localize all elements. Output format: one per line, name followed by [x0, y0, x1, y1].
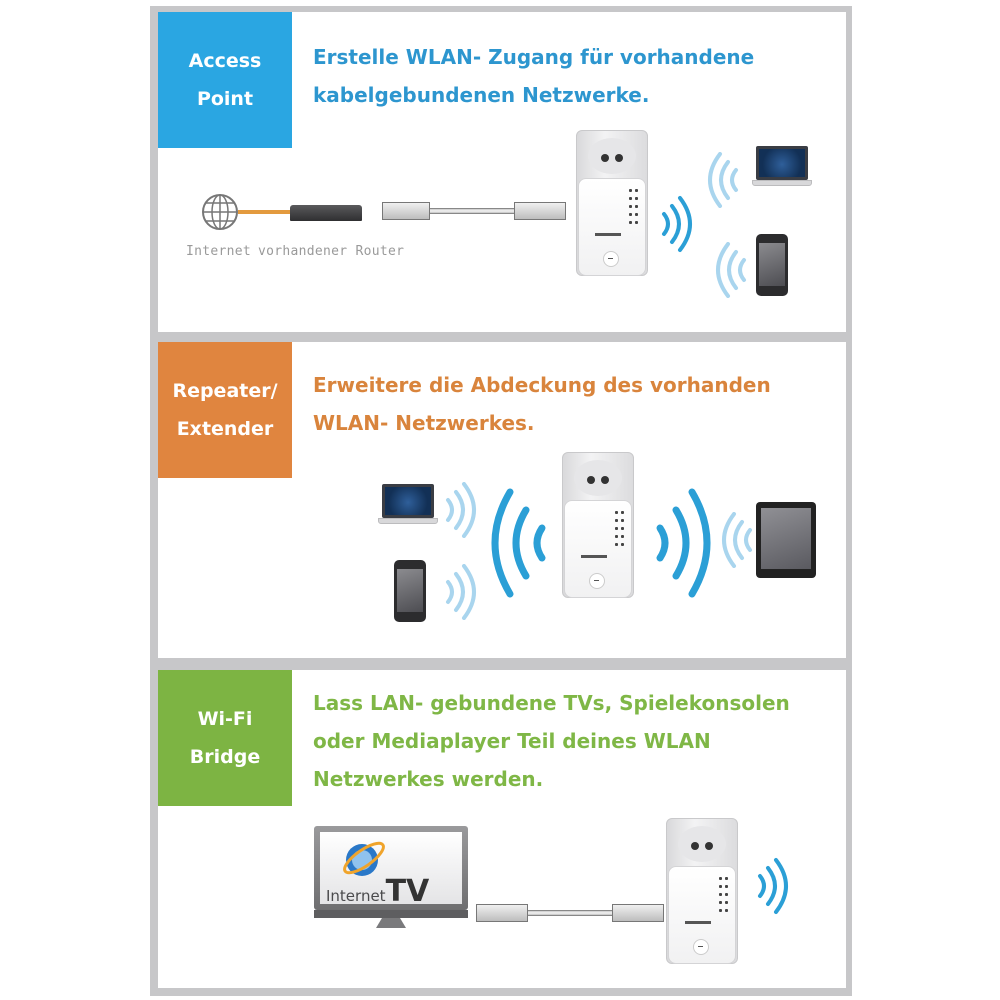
- smartphone-icon: [756, 234, 788, 296]
- laptop-icon: [378, 484, 438, 524]
- description-line: oder Mediaplayer Teil deines WLAN: [313, 729, 711, 753]
- description-line: WLAN- Netzwerkes.: [313, 411, 535, 435]
- wifi-waves-light-icon: [446, 564, 476, 620]
- orange-link-line: [238, 210, 292, 214]
- tablet-icon: [756, 502, 816, 578]
- range-extender-device: [576, 130, 648, 278]
- wifi-waves-light-icon: [446, 482, 476, 538]
- tag-line: Point: [196, 88, 254, 110]
- wifi-waves-light-icon: [708, 152, 738, 208]
- wifi-waves-icon: [758, 858, 788, 914]
- caption-internet: Internet: [186, 244, 252, 259]
- wifi-waves-light-icon: [716, 242, 746, 298]
- ethernet-plug-left: [476, 904, 528, 922]
- wifi-waves-icon: [662, 196, 692, 252]
- tag-line: Access: [188, 50, 262, 72]
- wifi-waves-icon: [491, 488, 546, 598]
- ethernet-plug-right: [514, 202, 566, 220]
- panel-access-point: Access Point Erstelle WLAN- Zugang für v…: [158, 12, 846, 332]
- ethernet-plug-left: [382, 202, 430, 220]
- wifi-waves-light-icon: [722, 512, 752, 568]
- caption-router: vorhandener Router: [258, 244, 405, 259]
- ethernet-plug-right: [612, 904, 664, 922]
- range-extender-device: [666, 818, 738, 966]
- router-icon: [290, 205, 362, 221]
- laptop-icon: [752, 146, 812, 186]
- mode-description: Erstelle WLAN- Zugang für vorhandene kab…: [313, 38, 754, 114]
- tag-line: Wi-Fi: [197, 708, 253, 730]
- mode-description: Lass LAN- gebundene TVs, Spielekonsolen …: [313, 684, 790, 798]
- mode-tag-repeater-extender: Repeater/ Extender: [158, 342, 292, 478]
- tv-label-tv: TV: [385, 874, 430, 909]
- globe-icon: [202, 194, 238, 230]
- description-line: Erweitere die Abdeckung des vorhanden: [313, 373, 771, 397]
- ethernet-cable: [528, 910, 612, 916]
- tag-line: Bridge: [189, 746, 261, 768]
- tv-label-internet: Internet: [326, 887, 386, 905]
- tag-line: Repeater/: [172, 380, 278, 402]
- description-line: Lass LAN- gebundene TVs, Spielekonsolen: [313, 691, 790, 715]
- panel-wifi-bridge: Wi-Fi Bridge Lass LAN- gebundene TVs, Sp…: [158, 670, 846, 988]
- mode-tag-wifi-bridge: Wi-Fi Bridge: [158, 670, 292, 806]
- mode-description: Erweitere die Abdeckung des vorhanden WL…: [313, 366, 771, 442]
- description-line: Netzwerkes werden.: [313, 767, 544, 791]
- smartphone-icon: [394, 560, 426, 622]
- mode-tag-access-point: Access Point: [158, 12, 292, 148]
- panel-repeater-extender: Repeater/ Extender Erweitere die Abdecku…: [158, 342, 846, 658]
- globe-logo-icon: [343, 841, 385, 876]
- ethernet-cable: [430, 208, 514, 214]
- internet-tv-icon: InternetTV: [314, 826, 468, 930]
- description-line: Erstelle WLAN- Zugang für vorhandene: [313, 45, 755, 69]
- tag-line: Extender: [176, 418, 274, 440]
- description-line: kabelgebundenen Netzwerke.: [313, 83, 650, 107]
- range-extender-device: [562, 452, 634, 600]
- wifi-waves-icon: [656, 488, 711, 598]
